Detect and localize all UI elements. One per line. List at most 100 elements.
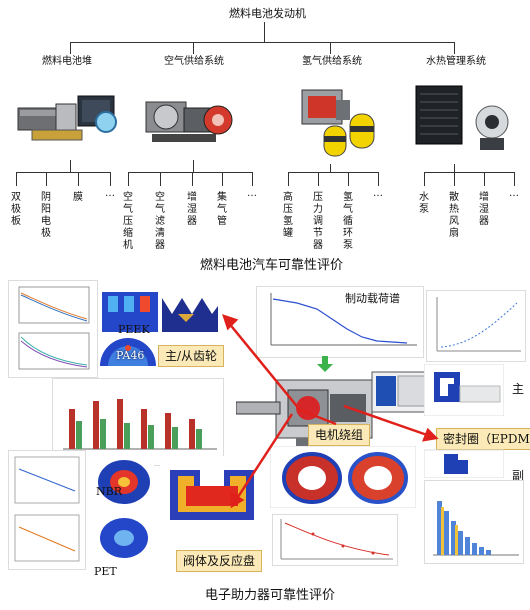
leafdrop-4a [424, 172, 425, 186]
secondary-seal-image [424, 449, 504, 478]
main-seal-label: 主 [512, 382, 525, 396]
leafdrop-2c [192, 172, 193, 186]
leafdrop-1b [46, 172, 47, 186]
leaf-pressure-regulator: 压力调节器 [313, 192, 323, 251]
leafdrop-3d [378, 172, 379, 186]
air-supply-image [145, 101, 233, 142]
leaf-hydrogen-tank: 高压氢罐 [283, 192, 293, 239]
pet-fea [86, 512, 154, 564]
decay-curve-panel [272, 514, 398, 566]
fuel-cell-stack-image [17, 95, 117, 141]
tree-drop-3 [330, 42, 331, 54]
leaf-electrodes: 阴阳电极 [41, 192, 51, 239]
leafdrop-4b [454, 172, 455, 186]
motor-winding-fea [270, 446, 416, 508]
degradation-plots [14, 456, 80, 562]
valve-body-fea [160, 456, 264, 548]
arrow-to-seal-head [422, 427, 439, 442]
leaf-air-filter: 空气滤清器 [155, 192, 165, 251]
fatigue-curve [436, 297, 521, 352]
stem-2 [193, 160, 194, 172]
load-spectrum-panel [256, 286, 424, 358]
load-spectrum-curve [270, 293, 417, 346]
seal-histogram [433, 501, 519, 556]
leafbar-3 [288, 172, 378, 173]
leaf-membrane: 膜 [73, 192, 83, 203]
leaf-bipolar-plate: 双极板 [11, 192, 21, 227]
leaf-more-3: … [373, 188, 383, 199]
tree-root-stem [264, 22, 265, 42]
main-seal-image [424, 364, 504, 416]
peek-gear-fea [102, 292, 218, 332]
pet-label: PET [94, 565, 117, 578]
tree-drop-1 [70, 42, 71, 54]
arrow-to-motor [299, 408, 337, 426]
load-spectrum-title: 制动载荷谱 [345, 292, 400, 305]
leafdrop-2e [252, 172, 253, 186]
leafdrop-1d [110, 172, 111, 186]
seal-histogram-panel [424, 480, 524, 564]
leaf-water-pump: 水泵 [419, 192, 429, 215]
leafbar-4 [424, 172, 514, 173]
leaf-hydrogen-pump: 氢气循环泵 [343, 192, 353, 251]
gear-label: 主/从齿轮 [158, 345, 225, 367]
leafdrop-4d [514, 172, 515, 186]
sim-plot-panel-left [8, 280, 98, 378]
leafdrop-2d [222, 172, 223, 186]
leaf-more-2: … [247, 188, 257, 199]
thermal-management-image [415, 85, 509, 150]
leafdrop-1c [78, 172, 79, 186]
branch-fuel-cell-stack: 燃料电池堆 [42, 56, 92, 67]
branch-hydrogen-supply: 氢气供给系统 [302, 56, 362, 67]
stem-4 [454, 164, 455, 172]
material-bar-chart-panel [52, 378, 224, 466]
arrow-to-seal [343, 404, 431, 438]
leaf-more-4: … [509, 188, 519, 199]
leafbar-2 [128, 172, 252, 173]
valve-label: 阀体及反应盘 [176, 550, 263, 572]
arrow-to-valve-head [230, 491, 245, 509]
tree-root: 燃料电池发动机 [229, 7, 306, 20]
material-bar-chart [63, 399, 217, 450]
leafdrop-2a [128, 172, 129, 186]
leaf-cooling-fan: 散热风扇 [449, 192, 459, 239]
leaf-air-compressor: 空气压缩机 [123, 192, 133, 251]
pa46-label: PA46 [116, 349, 145, 362]
nbr-fea [86, 454, 154, 508]
hydrogen-supply-image [301, 89, 375, 157]
branch-air-supply: 空气供给系统 [164, 56, 224, 67]
secondary-seal-label: 副 [512, 469, 525, 483]
arrow-to-valve [234, 413, 294, 501]
leafdrop-3b [318, 172, 319, 186]
pa46-gear-fea [100, 338, 156, 366]
seal-label: 密封圈（EPDM） [436, 428, 530, 450]
leafdrop-1a [16, 172, 17, 186]
branch-thermal-management: 水热管理系统 [426, 56, 486, 67]
tree-drop-2 [193, 42, 194, 54]
tree-drop-4 [454, 42, 455, 54]
leaf-more-1: … [105, 188, 115, 199]
nbr-label: NBR [96, 485, 122, 498]
booster-caption: 电子助力器可靠性评价 [205, 588, 336, 603]
leaf-humidifier-2: 增湿器 [479, 192, 489, 227]
leafbar-1 [16, 172, 110, 173]
leafdrop-2b [160, 172, 161, 186]
degradation-plot-panel [8, 450, 86, 570]
fatigue-curve-panel [426, 290, 526, 362]
leaf-manifold: 集气管 [217, 192, 227, 227]
down-arrow-icon [317, 356, 333, 372]
peek-label: PEEK [118, 323, 150, 336]
decay-curve [280, 519, 393, 560]
sim-plot-curves [18, 286, 90, 370]
tree-top-bar [70, 42, 454, 43]
leafdrop-4c [484, 172, 485, 186]
leaf-humidifier-1: 增湿器 [187, 192, 197, 227]
fuel-cell-caption: 燃料电池汽车可靠性评价 [200, 258, 344, 273]
arrow-to-gear [227, 321, 301, 411]
leafdrop-3a [288, 172, 289, 186]
arrow-to-gear-head [222, 314, 239, 331]
stem-3 [330, 164, 331, 172]
leafdrop-3c [348, 172, 349, 186]
stem-1 [70, 160, 71, 172]
